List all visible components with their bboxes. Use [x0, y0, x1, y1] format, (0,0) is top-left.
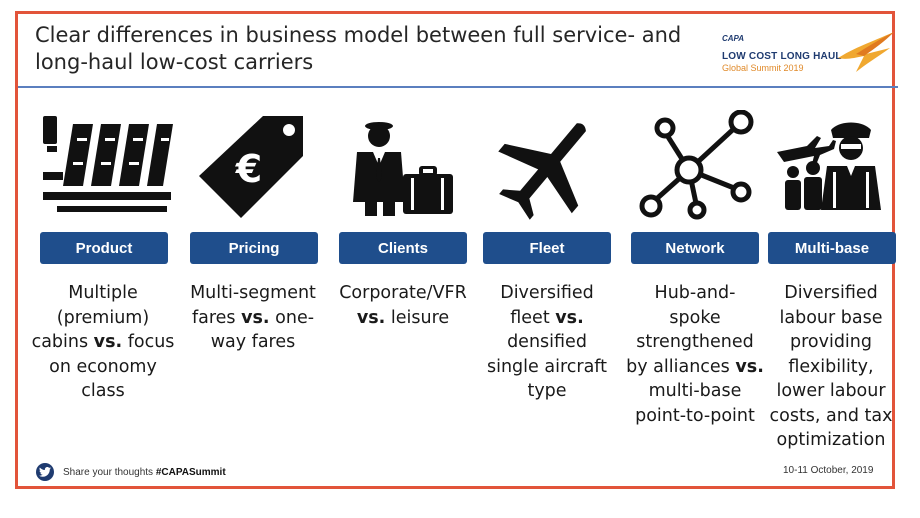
desc-fleet: Diversified fleet vs. densified single a… [486, 283, 608, 401]
event-date: 10-11 October, 2019 [783, 465, 874, 476]
desc-pricing: Multi-segment fares vs. one- way fares [190, 283, 316, 352]
desc-multibase: Diversified labour base providing flexib… [769, 283, 893, 450]
twitter-icon[interactable] [36, 463, 54, 481]
hub-network-icon [620, 100, 770, 220]
label-fleet: Fleet [483, 232, 611, 264]
title-divider [18, 86, 898, 88]
share-text: Share your thoughts #CAPASummit [63, 466, 226, 478]
label-clients: Clients [339, 232, 467, 264]
slide-title: Clear differences in business model betw… [35, 23, 682, 74]
label-pricing: Pricing [190, 232, 318, 264]
desc-clients: Corporate/VFR vs. leisure [339, 283, 467, 328]
svg-text:€: € [235, 147, 262, 191]
logo-line2: Global Summit 2019 [722, 63, 804, 73]
bird-icon [838, 32, 894, 72]
airline-seats-icon [28, 100, 178, 220]
label-multibase: Multi-base [768, 232, 896, 264]
label-network: Network [631, 232, 759, 264]
euro-tag-icon: € [178, 100, 328, 220]
logo-line1: LOW COST LONG HAUL [722, 51, 842, 62]
label-product: Product [40, 232, 168, 264]
desc-product: Multiple (premium) cabins vs. focus on e… [31, 283, 175, 401]
desc-network: Hub-and- spoke strengthened by alliances… [626, 283, 764, 426]
footer-share: Share your thoughts #CAPASummit [36, 463, 226, 481]
pilot-crew-icon [758, 100, 908, 220]
hashtag[interactable]: #CAPASummit [155, 466, 226, 478]
airplane-icon [472, 100, 622, 220]
businessman-suitcase-icon [328, 100, 478, 220]
capa-logo: CAPA LOW COST LONG HAUL Global Summit 20… [718, 28, 898, 78]
logo-capa: CAPA [722, 34, 745, 43]
